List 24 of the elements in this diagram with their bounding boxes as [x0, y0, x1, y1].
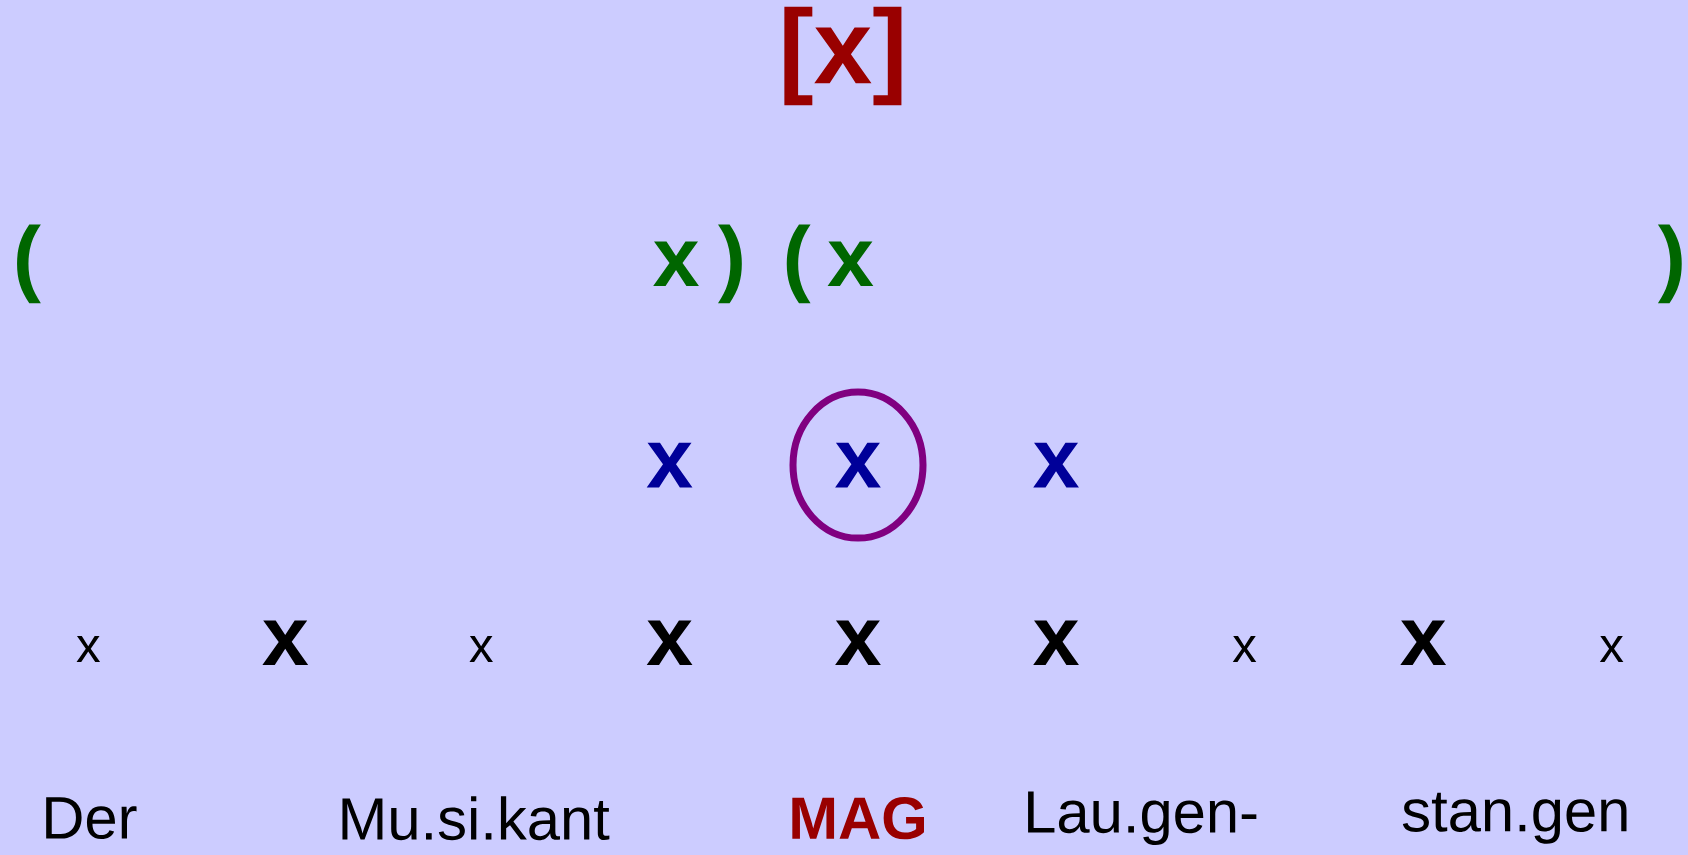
grid-mark: x: [1232, 636, 1257, 663]
grid-mark: x: [835, 620, 881, 665]
syllable-label: MAG: [792, 797, 924, 840]
grid-mark: x: [469, 636, 493, 663]
grid-mark: (: [17, 224, 41, 304]
grid-mark: ): [718, 224, 742, 304]
grid-mark: x: [1033, 442, 1079, 488]
syllable-label: Mu.si.kant: [342, 796, 610, 841]
grid-mark: ): [1657, 224, 1682, 304]
grid-mark: x: [262, 620, 309, 665]
grid-mark: x: [76, 636, 101, 663]
grid-mark: x: [1400, 620, 1447, 665]
bracket-label: [x]: [784, 6, 902, 106]
syllable-label: Lau.gen-: [1028, 791, 1257, 845]
grid-mark: x: [653, 241, 699, 287]
grid-mark: x: [827, 241, 874, 287]
grid-mark: (: [786, 224, 811, 304]
grid-mark: x: [1599, 636, 1624, 663]
syllable-label: Der: [46, 797, 137, 840]
circled-mark: x: [789, 388, 927, 542]
grid-mark: x: [646, 442, 693, 488]
grid-mark: x: [646, 620, 693, 665]
syllable-label: stan.gen: [1402, 792, 1627, 844]
grid-mark: x: [1033, 620, 1079, 665]
